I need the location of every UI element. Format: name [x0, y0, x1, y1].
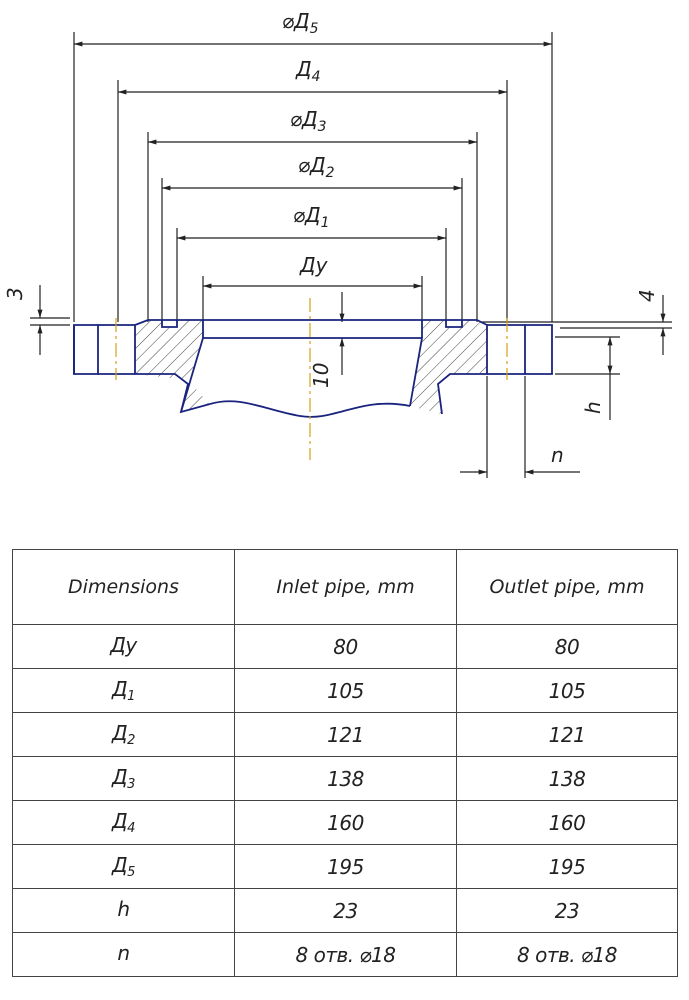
cell-outlet: 80 — [456, 624, 678, 669]
label-d5: ⌀Д5 — [282, 9, 319, 37]
cell-inlet: 105 — [234, 668, 457, 713]
cell-outlet: 195 — [456, 844, 678, 889]
cell-inlet: 23 — [234, 888, 457, 933]
cell-dimension: Д1 — [12, 668, 235, 713]
label-d2: ⌀Д2 — [298, 153, 335, 181]
label-10: 10 — [309, 363, 333, 388]
cell-dimension: Ду — [12, 624, 235, 669]
cell-inlet: 8 отв. ⌀18 — [234, 932, 457, 977]
cell-inlet: 80 — [234, 624, 457, 669]
cell-dimension: n — [12, 932, 235, 977]
cell-dimension: Д2 — [12, 712, 235, 757]
header-dimensions: Dimensions — [12, 549, 235, 625]
table-row: Ду 80 80 — [12, 624, 678, 669]
table-row: Д2 121 121 — [12, 712, 678, 757]
flange-section — [73, 298, 553, 460]
cell-outlet: 105 — [456, 668, 678, 713]
label-d1: ⌀Д1 — [293, 203, 330, 231]
cell-outlet: 121 — [456, 712, 678, 757]
cell-outlet: 160 — [456, 800, 678, 845]
label-4: 4 — [635, 289, 659, 302]
label-dy: Ду — [299, 253, 329, 277]
table-header-row: Dimensions Inlet pipe, mm Outlet pipe, m… — [12, 549, 678, 625]
cell-dimension: Д4 — [12, 800, 235, 845]
cell-outlet: 8 отв. ⌀18 — [456, 932, 678, 977]
dimension-labels: ⌀Д5 Д4 ⌀Д3 ⌀Д2 ⌀Д1 Ду 3 4 10 h n — [3, 9, 659, 467]
cell-outlet: 138 — [456, 756, 678, 801]
table-row: Д4 160 160 — [12, 800, 678, 845]
dimension-lines — [37, 41, 666, 475]
cell-inlet: 121 — [234, 712, 457, 757]
table-row: h 23 23 — [12, 888, 678, 933]
label-d4: Д4 — [295, 57, 321, 85]
cell-inlet: 160 — [234, 800, 457, 845]
header-outlet: Outlet pipe, mm — [456, 549, 678, 625]
label-n: n — [551, 443, 564, 467]
table-row: Д1 105 105 — [12, 668, 678, 713]
table-row: n 8 отв. ⌀18 8 отв. ⌀18 — [12, 932, 678, 977]
cell-inlet: 195 — [234, 844, 457, 889]
table-row: Д3 138 138 — [12, 756, 678, 801]
cell-inlet: 138 — [234, 756, 457, 801]
extension-lines — [30, 32, 672, 478]
label-h: h — [581, 401, 605, 414]
label-3: 3 — [3, 287, 27, 300]
cell-outlet: 23 — [456, 888, 678, 933]
dimensions-table: Dimensions Inlet pipe, mm Outlet pipe, m… — [12, 549, 678, 977]
cell-dimension: h — [12, 888, 235, 933]
header-inlet: Inlet pipe, mm — [234, 549, 457, 625]
label-d3: ⌀Д3 — [290, 107, 327, 135]
cell-dimension: Д5 — [12, 844, 235, 889]
flange-drawing: ⌀Д5 Д4 ⌀Д3 ⌀Д2 ⌀Д1 Ду 3 4 10 h n — [3, 9, 672, 478]
table-row: Д5 195 195 — [12, 844, 678, 889]
cell-dimension: Д3 — [12, 756, 235, 801]
